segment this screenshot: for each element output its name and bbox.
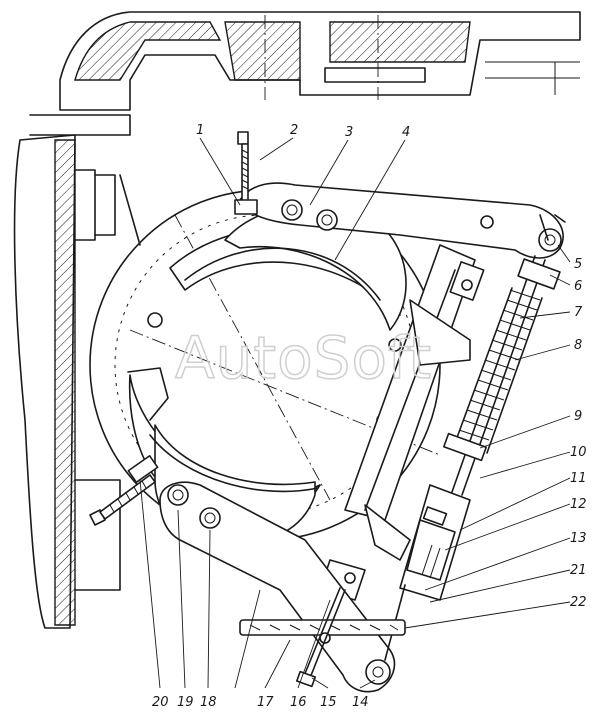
callout-19: 19 (177, 695, 194, 710)
callout-10: 10 (570, 445, 587, 460)
adjusting-bolt-lower (89, 455, 159, 526)
callout-12: 12 (570, 497, 587, 512)
callout-20: 20 (152, 695, 169, 710)
callout-leaders (139, 137, 571, 689)
lever-pivot-5 (538, 228, 562, 252)
adjusting-bolt-upper (234, 131, 258, 215)
callout-labels: 1 2 3 4 5 6 7 8 9 10 11 12 13 21 22 14 1… (152, 123, 587, 710)
bolt-15 (295, 587, 346, 688)
upper-lever (239, 182, 566, 259)
drum-bolt (147, 312, 163, 328)
drum-bolt (388, 338, 402, 352)
callout-17: 17 (257, 695, 274, 710)
release-bar (239, 619, 406, 644)
callout-16: 16 (290, 695, 307, 710)
callout-13: 13 (570, 531, 587, 546)
callout-8: 8 (574, 338, 582, 353)
callout-7: 7 (574, 305, 583, 320)
housing-slot (324, 67, 426, 83)
lower-pivot (365, 659, 391, 685)
callout-18: 18 (200, 695, 217, 710)
housing (13, 11, 581, 629)
callout-6: 6 (574, 279, 582, 294)
callout-1: 1 (196, 123, 204, 138)
callout-22: 22 (570, 595, 587, 610)
callout-4: 4 (402, 125, 410, 140)
callout-15: 15 (320, 695, 337, 710)
callout-2: 2 (290, 123, 298, 138)
watermark: AutoSoft (175, 324, 432, 392)
callout-11: 11 (570, 471, 587, 486)
callout-3: 3 (345, 125, 353, 140)
callout-5: 5 (574, 257, 582, 272)
spring-rod-assembly (399, 255, 561, 601)
spring-nut (517, 258, 561, 290)
cylinder-body (399, 484, 471, 601)
callout-14: 14 (352, 695, 369, 710)
lower-lever (159, 481, 406, 693)
callout-9: 9 (574, 409, 582, 424)
callout-21: 21 (570, 563, 587, 578)
